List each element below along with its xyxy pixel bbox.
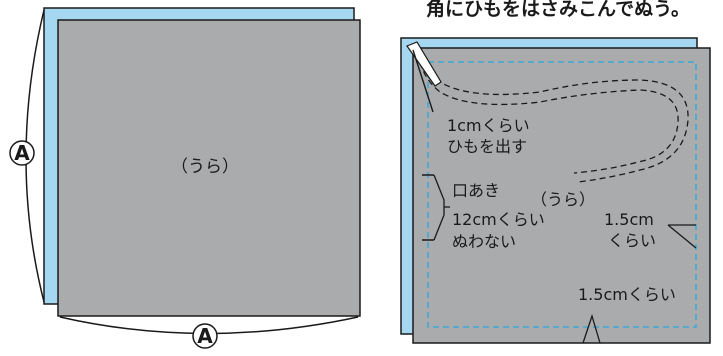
bottom-margin-pointer xyxy=(582,313,601,344)
right-inside-label: （うら） xyxy=(531,190,595,209)
height-dimension-marker xyxy=(9,140,35,166)
opening-note-line3: ぬわない xyxy=(452,232,516,251)
right-margin-note-line2: くらい xyxy=(608,231,656,250)
left-inside-label: （うら） xyxy=(171,157,239,177)
opening-note-line1: 口あき xyxy=(452,181,500,200)
right-fabric-back-layer xyxy=(412,47,711,344)
opening-note-line2: 12cmくらい xyxy=(452,210,545,229)
opening-markers xyxy=(422,174,450,241)
width-dimension-marker xyxy=(192,323,218,349)
bottom-margin-note: 1.5cmくらい xyxy=(578,285,676,304)
width-marker-letter: A xyxy=(197,324,213,348)
string-note-line1: 1cmくらい xyxy=(447,116,530,135)
left-panel: （うら） A A xyxy=(9,7,361,349)
height-marker-letter: A xyxy=(14,141,30,165)
right-margin-pointer xyxy=(667,224,697,249)
stitch-line xyxy=(427,61,697,328)
string-end xyxy=(406,41,442,113)
string-note-line2: ひもを出す xyxy=(447,137,527,156)
fabric-back-layer xyxy=(57,19,361,317)
instruction-caption: 角にひもをはさみこんでぬう。 xyxy=(426,0,690,20)
string-loop xyxy=(419,61,689,183)
right-panel: 1cmくらい ひもを出す 口あき 12cmくらい ぬわない （うら） 1.5cm… xyxy=(400,37,711,344)
right-margin-note-line1: 1.5cm xyxy=(604,210,654,229)
